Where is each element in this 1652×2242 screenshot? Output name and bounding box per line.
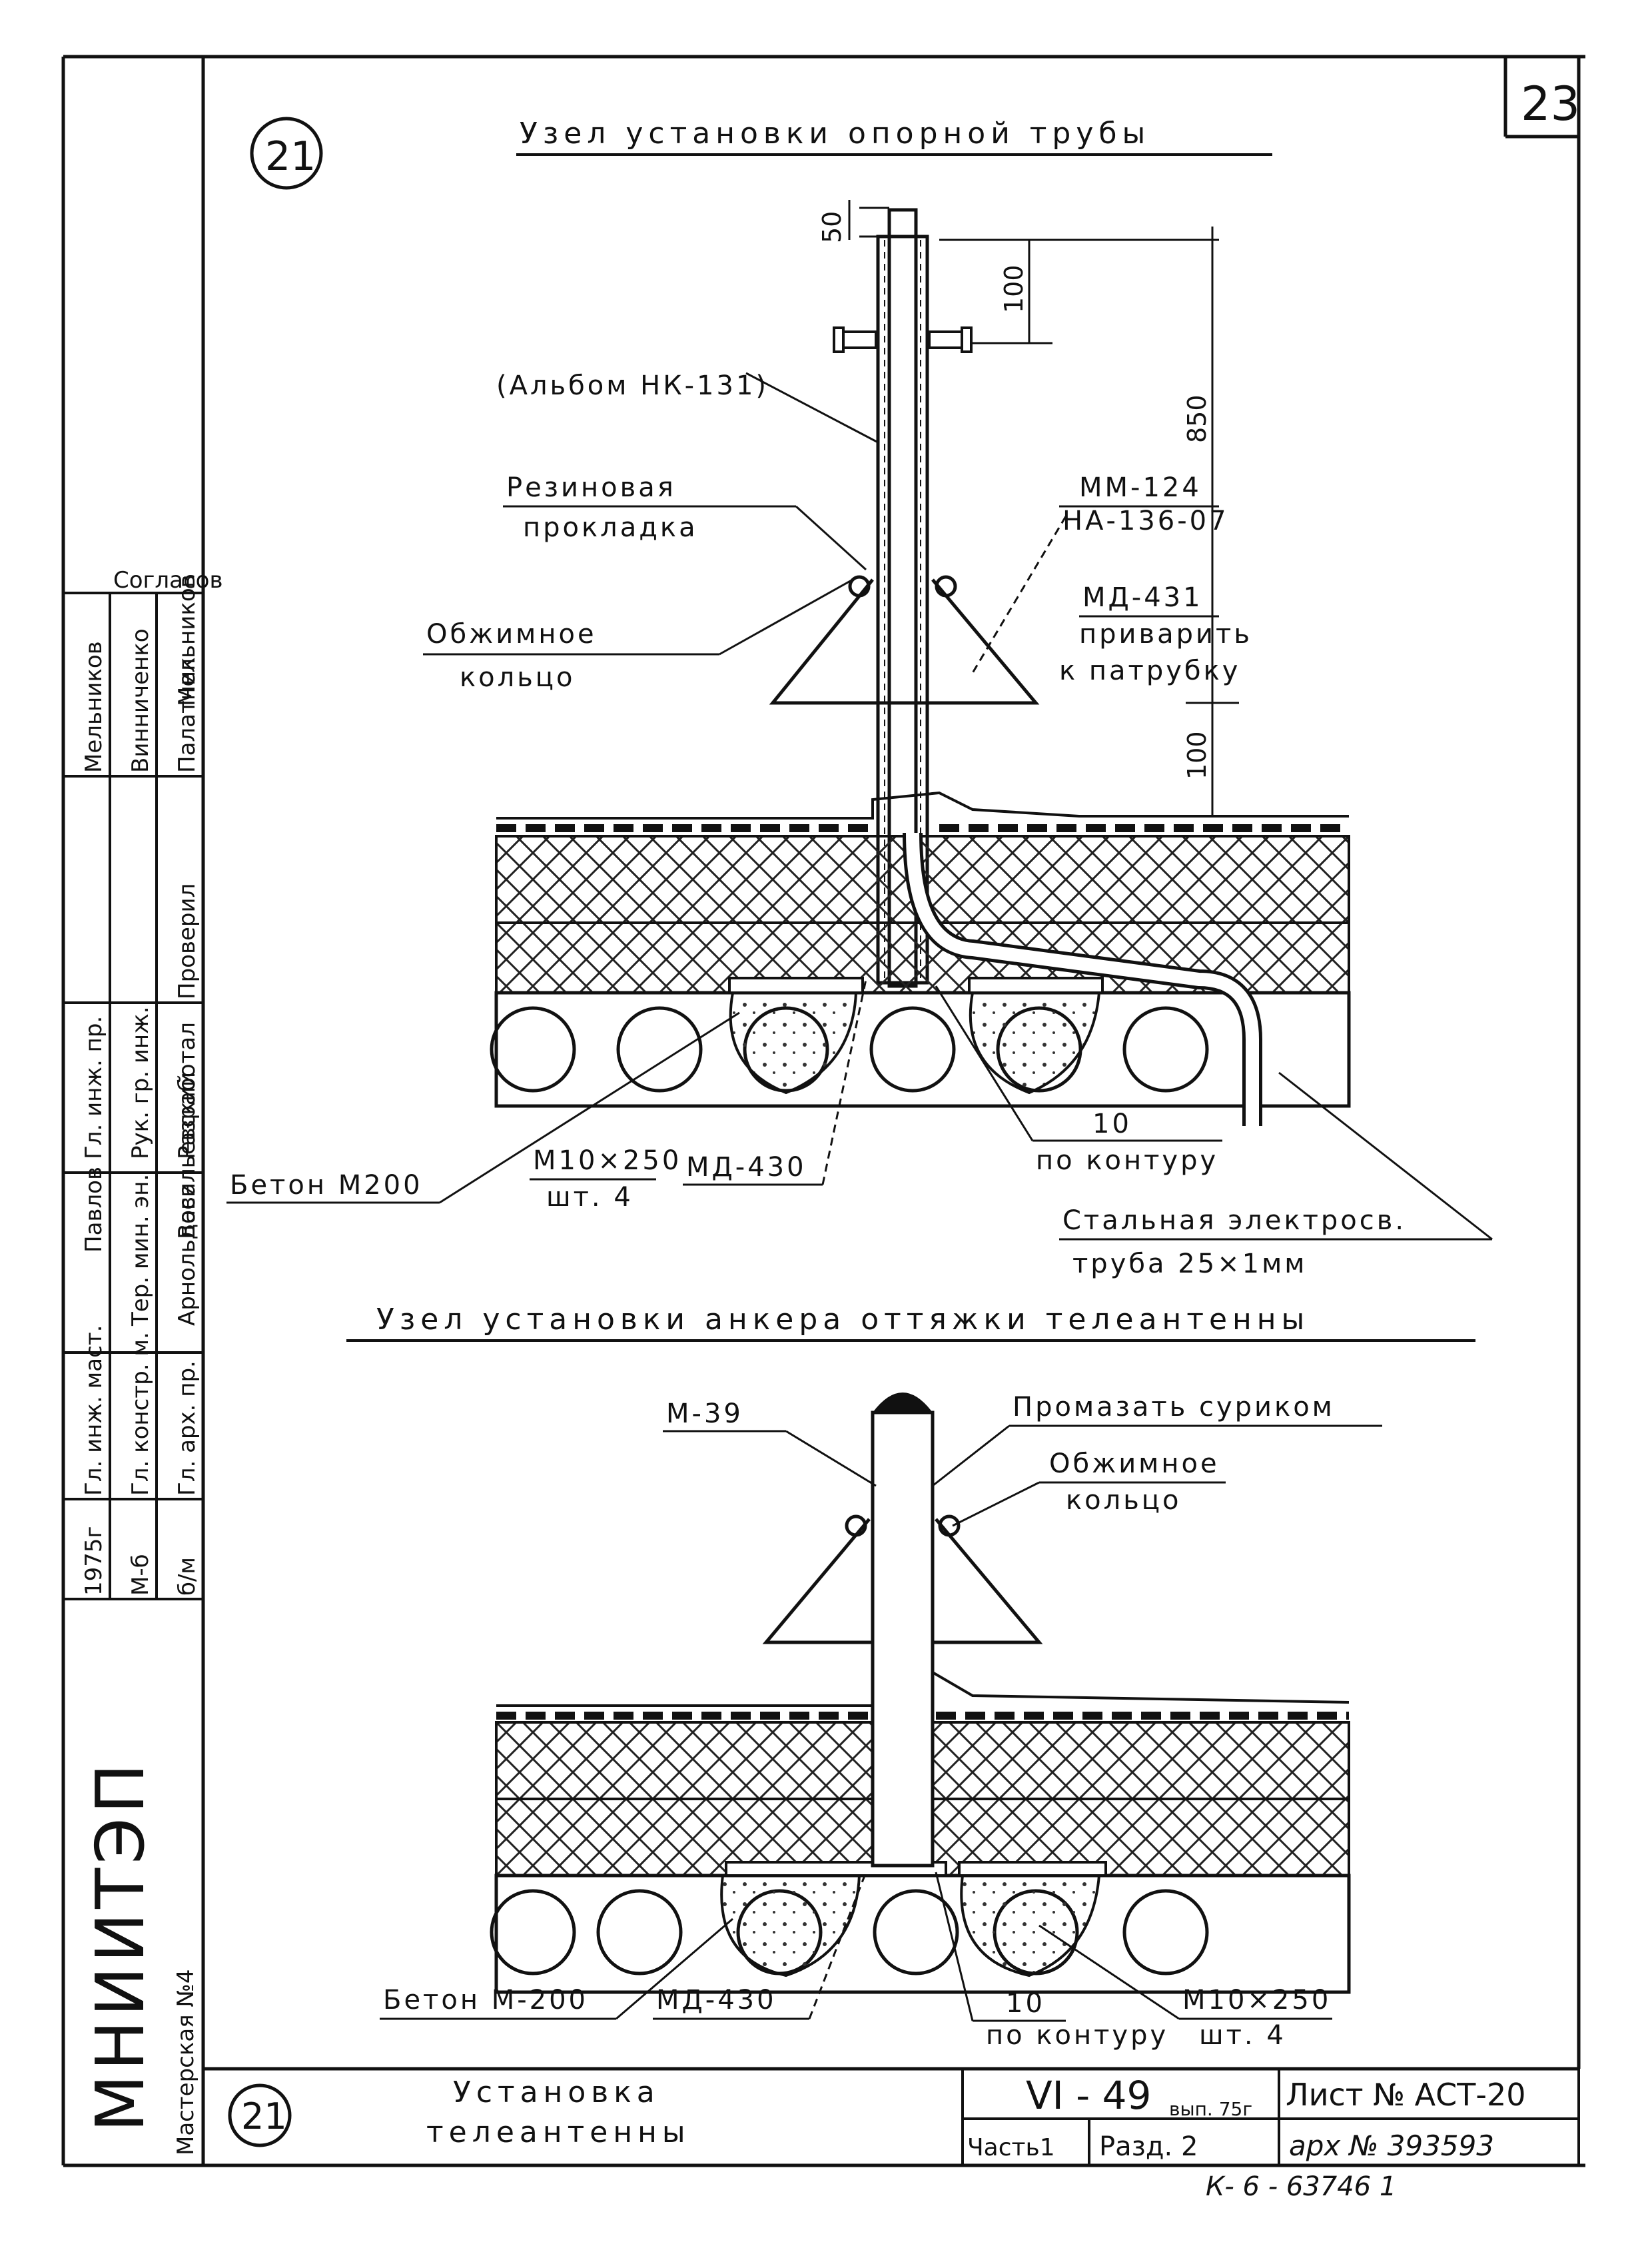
stamp-name-4: Палатник	[174, 657, 201, 773]
m39: М-39	[666, 1399, 743, 1429]
title-name-2: телеантенны	[426, 2115, 691, 2149]
weld-10-top: 10	[1092, 1109, 1132, 1139]
crimp-ring-2: кольцо	[460, 662, 575, 693]
crimp-ring-1: Обжимное	[426, 619, 597, 650]
bolt-m10-bottom-1: М10×250	[1182, 1985, 1331, 2015]
stamp-name-2: Мельников	[81, 641, 107, 773]
dim-100-top: 100	[999, 265, 1029, 313]
stamp-name-1: Павлов	[81, 1167, 107, 1253]
sheet-number: 23	[1521, 77, 1580, 131]
bolt-m10-1: М10×250	[533, 1145, 681, 1176]
approval-stamp: Согласов Павлов Мельников Винниченко Пал…	[63, 567, 223, 2155]
stamp-name-3: Винниченко	[127, 628, 154, 773]
title-marker: 21	[241, 2095, 287, 2137]
weld-1: приварить	[1079, 619, 1252, 650]
stamp-role-4: Рук. гр. инж.	[127, 1006, 154, 1159]
sheet-frame	[61, 55, 1585, 2167]
rubber-gasket-2: прокладка	[523, 512, 698, 543]
title-sheet: Лист № АСТ-20	[1286, 2077, 1525, 2113]
stamp-year: 1975г	[81, 1526, 107, 1596]
node-marker-circle	[250, 117, 323, 190]
stamp-role-a: Гл. инж. маст.	[81, 1325, 107, 1496]
stamp-code-1: М-б	[127, 1554, 154, 1596]
stamp-role-b: Гл. констр. м.	[127, 1332, 154, 1496]
stamp-name-5: Мельников	[174, 574, 201, 706]
bottom-title: Узел установки анкера оттяжки телеантенн…	[376, 1303, 1310, 1337]
concrete-m200: Бетон М200	[230, 1170, 423, 1201]
title-bottom-note: К- 6 - 63746 1	[1206, 2171, 1396, 2202]
steel-pipe-1: Стальная электросв.	[1062, 1205, 1406, 1236]
rubber-gasket-1: Резиновая	[506, 472, 676, 503]
stamp-role-2: Тер. мин. эн.	[127, 1174, 154, 1327]
md430-top: МД-430	[686, 1152, 807, 1183]
top-node-drawing: 21 Узел установки опорной трубы	[226, 117, 1493, 1279]
weld-10-bottom: 10	[1006, 1988, 1045, 2019]
title-issue: вып. 75г	[1169, 2098, 1252, 2120]
bottom-node-drawing: Узел установки анкера оттяжки телеантенн…	[346, 1303, 1475, 2051]
title-section: Разд. 2	[1099, 2131, 1198, 2162]
crimp-ring-bottom-2: кольцо	[1066, 1485, 1181, 1516]
dim-850: 850	[1182, 394, 1212, 443]
stamp-role-c: Гл. арх. пр.	[174, 1361, 201, 1496]
stamp-org: МНИИТЭП	[81, 1760, 159, 2132]
steel-pipe-2: труба 25×1мм	[1072, 1249, 1307, 1279]
title-name-1: Установка	[453, 2075, 660, 2109]
stamp-header: Согласов	[113, 567, 223, 594]
weld-2: к патрубку	[1059, 656, 1240, 686]
bolt-m10-2: шт. 4	[546, 1182, 633, 1213]
concrete-m200-bottom: Бетон М-200	[383, 1985, 588, 2015]
stamp-name-6: Арнольдова	[174, 1183, 201, 1326]
minium: Промазать суриком	[1013, 1392, 1335, 1422]
title-block: 21 Установка телеантенны VI - 49 вып. 75…	[228, 2069, 1580, 2202]
md431: МД-431	[1082, 582, 1203, 613]
contour-bottom: по контуру	[986, 2020, 1168, 2051]
mm124: ММ-124	[1079, 472, 1202, 503]
title-part: Часть1	[967, 2134, 1055, 2161]
title-archive: арх № 393593	[1289, 2129, 1494, 2162]
stamp-workshop: Мастерская №4	[173, 1969, 199, 2156]
roof-layers-top	[490, 791, 1351, 1108]
na136: НА-136-07	[1062, 506, 1229, 536]
crimp-ring-bottom-1: Обжимное	[1049, 1448, 1220, 1479]
contour-top: по контуру	[1036, 1145, 1218, 1176]
title-series: VI - 49	[1026, 2073, 1151, 2118]
stamp-role-5: Разработал	[174, 1022, 201, 1159]
stamp-role-6: Проверил	[174, 883, 201, 999]
md430-bottom: МД-430	[656, 1985, 777, 2015]
dim-100-bottom: 100	[1182, 731, 1212, 780]
dim-50: 50	[817, 211, 847, 243]
top-title: Узел установки опорной трубы	[520, 117, 1150, 151]
stamp-code-2: б/м	[174, 1557, 201, 1596]
node-marker: 21	[265, 133, 316, 180]
bolt-m10-bottom-2: шт. 4	[1199, 2020, 1286, 2051]
roof-layers-bottom	[490, 1410, 1351, 1994]
stamp-name-7: Васильевский	[174, 1072, 201, 1239]
stamp-role-3: Гл. инж. пр.	[81, 1016, 107, 1159]
album-ref: (Альбом НК-131)	[496, 370, 769, 401]
